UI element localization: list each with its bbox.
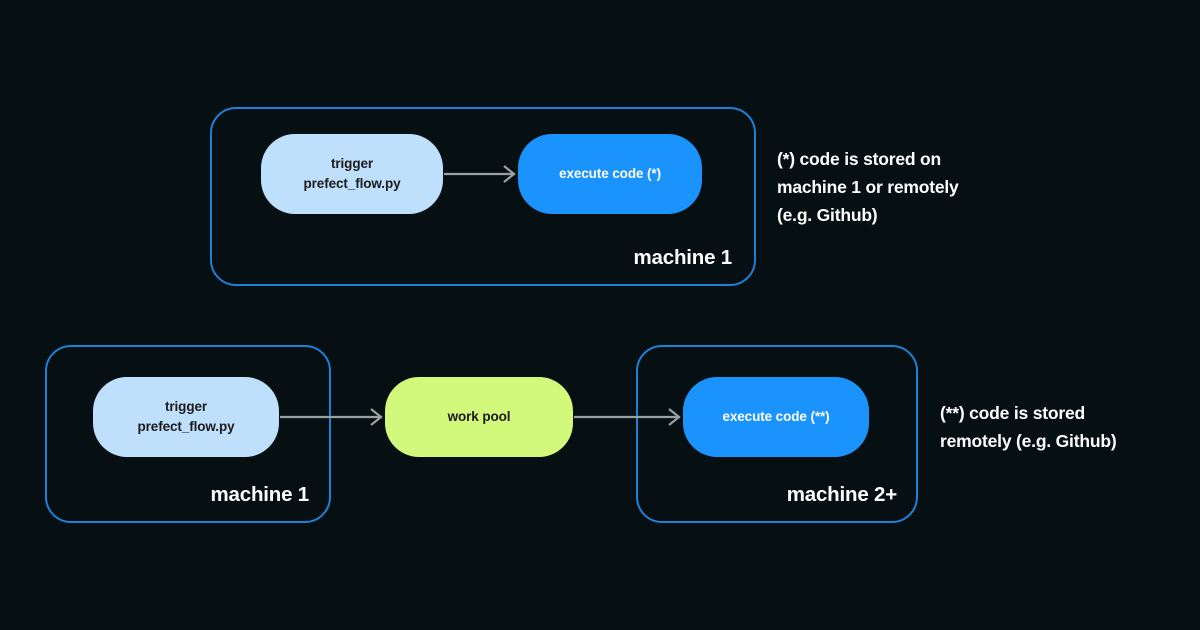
annotation-line-2: machine 1 or remotely	[777, 176, 959, 197]
annotation-line-2: remotely (e.g. Github)	[940, 430, 1117, 451]
node-line-1: trigger	[330, 156, 374, 172]
node-line-2: prefect_flow.py	[303, 176, 401, 191]
node-line-1: execute code (*)	[559, 166, 661, 182]
machine-label-machine-2-plus: machine 2+	[786, 483, 897, 506]
machine-label-machine-1-top: machine 1	[633, 246, 733, 269]
node-work-pool[interactable]: work pool	[385, 377, 573, 457]
node-trigger-prefect-flow-bottom[interactable]: trigger prefect_flow.py	[93, 377, 279, 457]
node-line-1: work pool	[447, 409, 511, 425]
annotation-line-1: (*) code is stored on	[777, 149, 942, 169]
machine-container-top: machine 1	[210, 107, 756, 286]
node-trigger-prefect-flow-top[interactable]: trigger prefect_flow.py	[261, 134, 443, 214]
annotation-single-asterisk: (*) code is stored on machine 1 or remot…	[777, 146, 959, 229]
node-line-1: execute code (**)	[722, 409, 830, 425]
machine-label-machine-1-bottom: machine 1	[210, 483, 310, 506]
annotation-line-1: (**) code is stored	[940, 403, 1085, 423]
node-line-2: prefect_flow.py	[137, 419, 235, 434]
machine-container-bottom-left: machine 1	[45, 345, 331, 523]
node-execute-code-bottom[interactable]: execute code (**)	[683, 377, 869, 457]
node-line-1: trigger	[164, 399, 208, 415]
annotation-double-asterisk: (**) code is stored remotely (e.g. Githu…	[940, 400, 1117, 456]
node-execute-code-top[interactable]: execute code (*)	[518, 134, 702, 214]
machine-container-bottom-right: machine 2+	[636, 345, 918, 523]
annotation-line-3: (e.g. Github)	[777, 204, 878, 225]
